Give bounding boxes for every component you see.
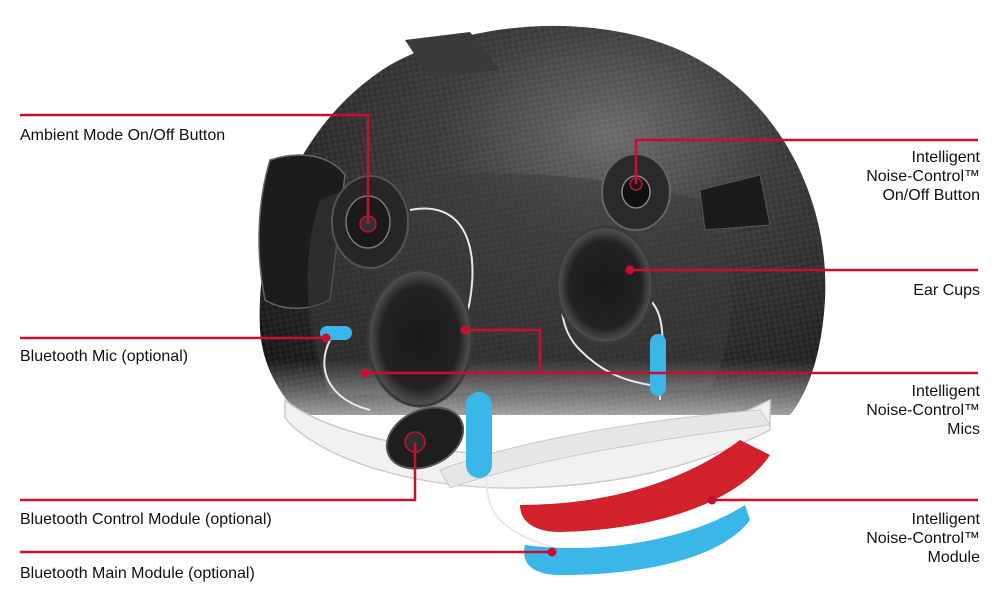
leader-lines xyxy=(20,113,978,554)
leader-inc-on-off-button xyxy=(634,138,978,184)
ear-cup-right xyxy=(555,225,655,345)
label-ear-cups: Ear Cups xyxy=(913,282,980,299)
label-inc-module: Intelligent Noise-Control™ Module xyxy=(866,511,980,566)
blue-module-left xyxy=(466,392,492,478)
label-bluetooth-mic: Bluetooth Mic (optional) xyxy=(20,348,189,365)
label-inc-mics: Intelligent Noise-Control™ Mics xyxy=(866,383,980,438)
blue-parts xyxy=(320,326,750,575)
leader-bluetooth-control-module xyxy=(20,442,417,502)
inc-on-off-button-part xyxy=(601,153,771,231)
ear-cup-left xyxy=(366,268,474,408)
label-inc-on-off-button: Intelligent Noise-Control™ On/Off Button xyxy=(866,149,980,204)
label-bluetooth-main-module: Bluetooth Main Module (optional) xyxy=(20,565,255,582)
blue-module-right xyxy=(650,334,666,396)
ambient-mode-button-part xyxy=(331,175,409,269)
label-bluetooth-control-module: Bluetooth Control Module (optional) xyxy=(20,511,272,528)
label-ambient-mode-button: Ambient Mode On/Off Button xyxy=(20,127,226,144)
leader-dots xyxy=(321,265,717,557)
leader-inc-mics-branch xyxy=(465,328,542,373)
leader-ambient-mode-button xyxy=(20,113,370,224)
bluetooth-main-module-part xyxy=(524,505,750,575)
inc-module-part xyxy=(520,440,770,532)
